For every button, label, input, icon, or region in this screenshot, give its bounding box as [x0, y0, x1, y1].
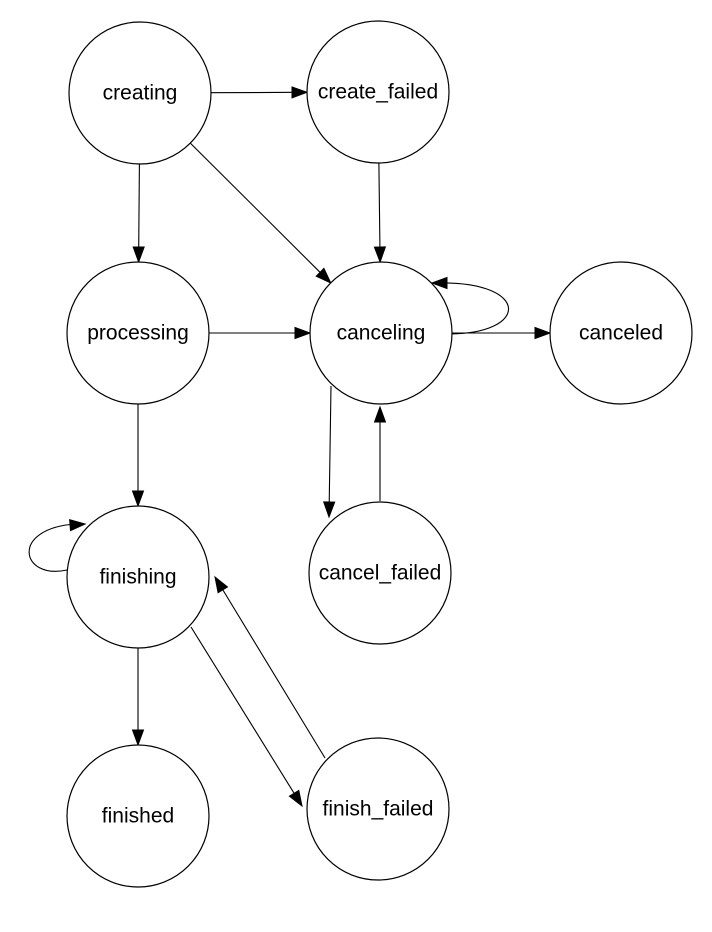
edge-arrowhead — [534, 326, 552, 340]
state-node-circle — [549, 261, 693, 405]
edge-canceling-to-cancel_failed — [322, 385, 336, 519]
edge-arrowhead — [291, 86, 309, 99]
self-loop-line — [28, 523, 77, 572]
state-node-label: canceled — [579, 322, 663, 345]
edge-line — [190, 626, 297, 797]
state-node-processing: processing — [66, 261, 210, 405]
state-node-create_failed: create_failed — [306, 20, 450, 164]
nodes-layer: creating create_failed processing canceling… — [66, 20, 693, 888]
state-node-finished: finished — [66, 744, 210, 888]
self-loop-arrowhead — [69, 519, 87, 532]
edge-create_failed-to-canceling — [373, 162, 387, 264]
edges-layer — [28, 86, 552, 808]
state-node-circle — [68, 21, 212, 165]
state-node-circle — [306, 737, 450, 881]
state-node-canceling: canceling — [309, 261, 453, 405]
edge-arrowhead — [373, 246, 387, 264]
state-node-canceled: canceled — [549, 261, 693, 405]
edge-canceling-to-canceled — [452, 326, 552, 340]
edge-processing-to-finishing — [131, 404, 145, 508]
state-node-label: finishing — [99, 566, 176, 589]
edge-arrowhead — [322, 501, 336, 519]
edge-creating-to-canceling — [189, 142, 332, 284]
state-node-circle — [306, 20, 450, 164]
state-node-label: create_failed — [318, 81, 438, 104]
state-node-creating: creating — [68, 21, 212, 165]
edge-line — [378, 162, 381, 251]
edge-line — [189, 142, 323, 275]
edge-arrowhead — [214, 575, 229, 594]
state-node-label: finished — [102, 805, 174, 828]
edge-line — [138, 163, 140, 251]
state-node-label: creating — [103, 82, 178, 105]
edge-arrowhead — [373, 405, 387, 423]
state-node-circle — [66, 505, 210, 649]
edge-creating-to-create_failed — [210, 86, 309, 99]
edge-cancel_failed-to-canceling — [373, 405, 387, 501]
edge-arrowhead — [294, 326, 312, 340]
edge-line — [220, 586, 326, 759]
edge-line — [328, 385, 332, 506]
edge-arrowhead — [288, 789, 303, 808]
edge-finishing-to-finish_failed — [190, 626, 303, 808]
self-loop-line — [439, 282, 509, 335]
edge-arrowhead — [131, 490, 145, 508]
edge-arrowhead — [315, 267, 332, 284]
state-node-circle — [66, 744, 210, 888]
state-node-label: canceling — [337, 322, 426, 345]
state-node-finishing: finishing — [66, 505, 210, 649]
edge-arrowhead — [131, 729, 145, 747]
edge-arrowhead — [132, 246, 145, 264]
edge-finish_failed-to-finishing — [214, 575, 326, 759]
edge-canceling-to-canceling — [430, 276, 509, 335]
state-node-circle — [66, 261, 210, 405]
edge-finishing-to-finished — [131, 648, 145, 747]
state-node-label: cancel_failed — [319, 562, 442, 585]
edge-processing-to-canceling — [209, 326, 312, 340]
state-node-label: finish_failed — [323, 798, 434, 821]
state-node-label: processing — [87, 322, 189, 345]
state-node-circle — [308, 501, 452, 645]
state-node-cancel_failed: cancel_failed — [308, 501, 452, 645]
self-loop-arrowhead — [430, 276, 448, 290]
edge-finishing-to-finishing — [28, 519, 87, 572]
edge-creating-to-processing — [132, 163, 145, 264]
state-node-circle — [309, 261, 453, 405]
state-node-finish_failed: finish_failed — [306, 737, 450, 881]
